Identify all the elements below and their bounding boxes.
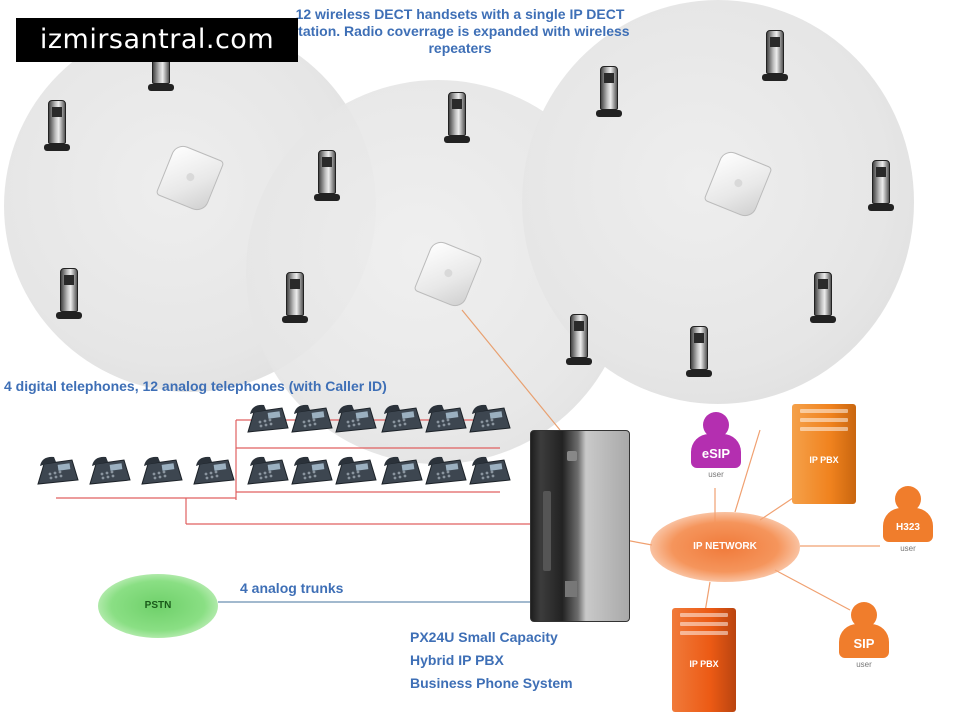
desk-phone-icon: [466, 454, 512, 488]
dect-caption: 12 wireless DECT handsets with a single …: [230, 6, 690, 57]
desk-phone-icon: [378, 402, 424, 436]
pbx-caption: PX24U Small Capacity Hybrid IP PBX Busin…: [410, 626, 573, 695]
desk-phone-icon: [378, 454, 424, 488]
desk-phone-icon: [244, 454, 290, 488]
dect-handset-icon: [762, 30, 788, 82]
h323-user-title: H323: [883, 508, 933, 542]
dect-handset-icon: [282, 272, 308, 324]
dect-handset-icon: [810, 272, 836, 324]
server-icon: IP PBX: [792, 404, 856, 504]
dect-handset-icon: [596, 66, 622, 118]
dect-caption-line2: station. Radio coverrage is expanded wit…: [290, 23, 630, 39]
desk-phone-icon: [288, 454, 334, 488]
desk-phone-icon: [34, 454, 80, 488]
pbx-caption-line1: PX24U Small Capacity: [410, 629, 558, 645]
ip-network-cloud: IP NETWORK: [650, 512, 800, 582]
dect-caption-line1: 12 wireless DECT handsets with a single …: [295, 6, 625, 22]
server-top-label: IP PBX: [809, 455, 839, 465]
server-bottom-label: IP PBX: [689, 659, 719, 669]
desk-phone-icon: [332, 402, 378, 436]
sip-user-icon: SIP user: [836, 602, 892, 669]
pstn-cloud: PSTN: [98, 574, 218, 638]
pbx-caption-line3: Business Phone System: [410, 675, 573, 691]
desk-phone-icon: [86, 454, 132, 488]
server-icon: IP PBX: [672, 608, 736, 712]
dect-handset-icon: [566, 314, 592, 366]
dect-handset-icon: [44, 100, 70, 152]
sip-user-title: SIP: [839, 624, 889, 658]
dect-handset-icon: [868, 160, 894, 212]
esip-user-icon: eSIP user: [688, 412, 744, 479]
dect-handset-icon: [686, 326, 712, 378]
desk-phones-caption: 4 digital telephones, 12 analog telephon…: [4, 378, 387, 394]
site-watermark: izmirsantral.com: [16, 18, 298, 62]
esip-user-title: eSIP: [691, 434, 741, 468]
pbx-unit: [530, 430, 630, 622]
h323-user-sub: user: [900, 544, 916, 553]
sip-user-sub: user: [856, 660, 872, 669]
desk-phone-icon: [244, 402, 290, 436]
desk-phone-icon: [466, 402, 512, 436]
trunks-label: 4 analog trunks: [240, 580, 344, 596]
desk-phone-icon: [422, 454, 468, 488]
dect-handset-icon: [56, 268, 82, 320]
desk-phone-icon: [332, 454, 378, 488]
dect-handset-icon: [444, 92, 470, 144]
dect-caption-line3: repeaters: [428, 40, 492, 56]
desk-phone-icon: [288, 402, 334, 436]
dect-handset-icon: [314, 150, 340, 202]
desk-phone-icon: [190, 454, 236, 488]
desk-phone-icon: [422, 402, 468, 436]
desk-phone-icon: [138, 454, 184, 488]
h323-user-icon: H323 user: [880, 486, 936, 553]
esip-user-sub: user: [708, 470, 724, 479]
pbx-caption-line2: Hybrid IP PBX: [410, 652, 504, 668]
